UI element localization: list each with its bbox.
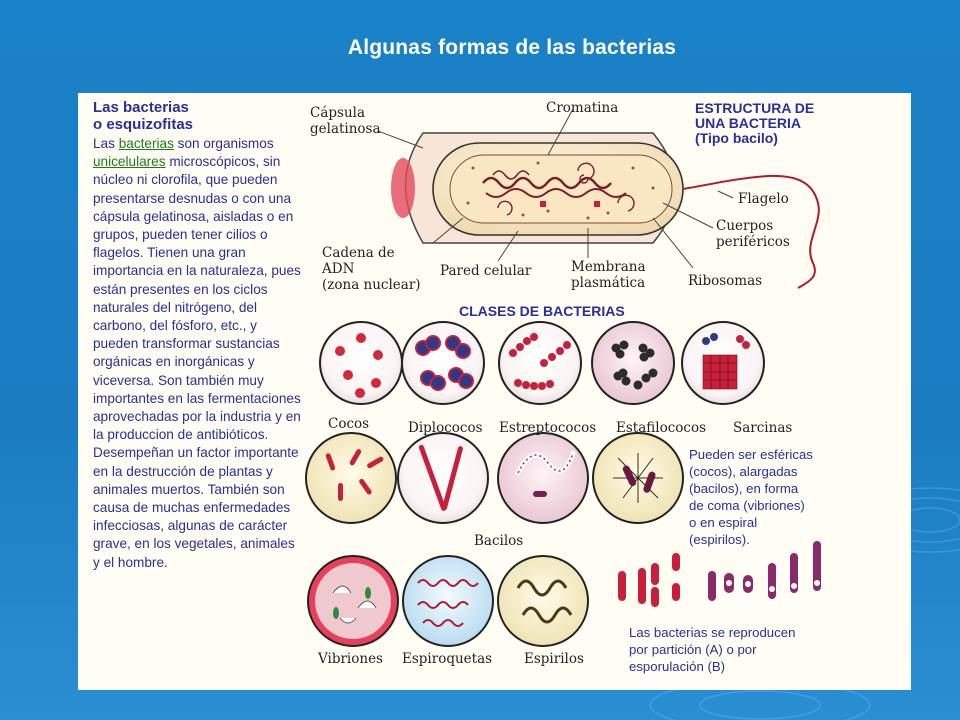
label-ribosomas: Ribosomas [688,273,763,289]
bacilos-plate-4 [592,432,684,524]
label-cocos: Cocos [328,416,370,432]
estafilococos-plate [591,321,675,405]
label-capsula-line2: gelatinosa [310,121,381,137]
label-cuerpos-perifericos: Cuerpos periféricos [716,218,790,250]
reproduction-description: Las bacterias se reproducen por partició… [629,624,869,675]
label-espirilos: Espirilos [524,651,584,667]
repro-line2: por partición (A) o por [629,642,757,657]
sidebar-title-line1: Las bacterias [93,99,189,116]
label-capsula-line1: Cápsula [310,105,366,121]
shapes-description: Pueden ser esféricas (cocos), alargadas … [689,446,849,548]
label-cromatina: Cromatina [546,100,619,116]
reproduction-diagram [618,541,821,607]
label-estreptococos: Estreptococos [499,420,597,436]
cocos-plate [319,321,403,405]
repro-line1: Las bacterias se reproducen [629,625,796,640]
shapes-line5: o en espiral [689,515,758,530]
label-cadena-adn: Cadena de ADN (zona nuclear) [322,245,421,293]
estreptococos-plate [498,321,582,405]
shapes-line1: Pueden ser esféricas [689,447,813,462]
label-espiroquetas: Espiroquetas [402,651,493,667]
label-vibriones: Vibriones [318,651,383,667]
label-cadena-line1: Cadena de [322,245,395,261]
classes-heading: CLASES DE BACTERIAS [459,303,625,319]
bacterias-link[interactable]: bacterias [118,136,174,151]
label-estafilococos: Estafilococos [616,420,707,436]
shapes-line2: (cocos), alargadas [689,464,798,479]
bacilos-plate-3 [497,432,589,524]
label-cadena-line3: (zona nuclear) [322,277,421,293]
bacilos-plate-2 [397,432,489,524]
repro-line3: esporulación (B) [629,659,726,674]
diplococos-plate [401,321,485,405]
structure-heading-line3: (Tipo bacilo) [695,130,778,146]
sidebar-title-line2: o esquizofitas [93,116,194,133]
bacteria-illustration [305,108,821,647]
sidebar-title: Las bacterias o esquizofitas [93,99,283,133]
sidebar-description: Las bacterias son organismos unicelulare… [93,135,303,572]
label-membrana-plasmatica: Membrana plasmática [571,259,646,291]
sidebar-text-pre: Las [93,136,119,151]
label-flagelo: Flagelo [738,191,789,207]
label-sarcinas: Sarcinas [733,420,793,436]
shapes-line6: (espirilos). [689,532,750,547]
label-cadena-line2: ADN [322,261,355,277]
espirilos-plate [497,555,589,647]
label-diplococos: Diplococos [408,420,483,436]
sidebar-text-body: microscópicos, sin núcleo ni clorofila, … [93,154,301,570]
bacillus-structure-diagram [377,108,820,289]
vibriones-plate [307,555,399,647]
label-membrana-line2: plasmática [571,275,646,291]
label-cuerpos-line1: Cuerpos [716,218,774,234]
label-capsula: Cápsula gelatinosa [310,105,381,137]
label-cuerpos-line2: periféricos [716,234,790,250]
espiroquetas-plate [402,555,494,647]
structure-heading-line2: UNA BACTERIA [695,115,802,131]
slide-title: Algunas formas de las bacterias [347,36,677,59]
structure-heading-line1: ESTRUCTURA DE [695,100,815,116]
sarcinas-plate [681,321,765,405]
label-pared-celular: Pared celular [440,263,532,279]
shapes-line4: de coma (vibriones) [689,498,805,513]
structure-heading: ESTRUCTURA DE UNA BACTERIA (Tipo bacilo) [695,101,814,146]
unicelulares-link[interactable]: unicelulares [93,154,166,170]
bacteria-illustration-panel: Las bacterias o esquizofitas Las bacteri… [78,93,911,690]
label-membrana-line1: Membrana [571,259,646,275]
label-bacilos: Bacilos [474,533,524,549]
sidebar-text-mid: son organismos [173,136,274,151]
shapes-line3: (bacilos), en forma [689,481,799,496]
bacilos-plate-1 [305,432,397,524]
